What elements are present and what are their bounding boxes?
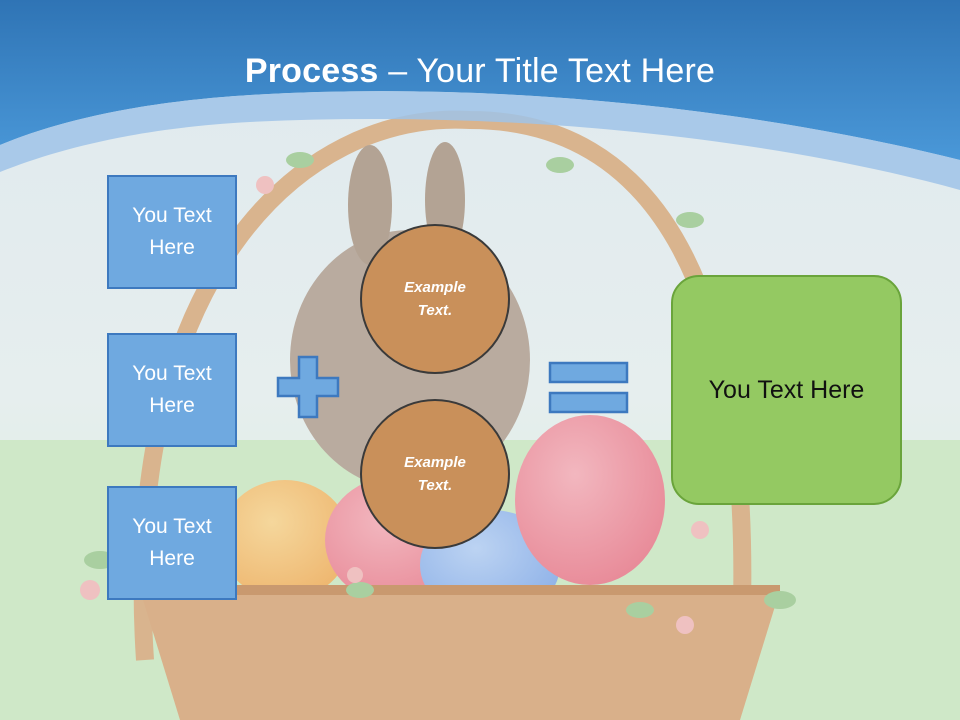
input-box-2-text: You Text Here [132, 358, 211, 422]
slide-title: Process – Your Title Text Here [0, 52, 960, 91]
input-box-3-line1: You Text [132, 515, 212, 538]
input-box-3-text: You Text Here [132, 511, 211, 575]
process-circle-1-line1: Example [404, 279, 466, 296]
input-box-2[interactable]: You Text Here [107, 333, 237, 447]
plus-icon [276, 355, 340, 419]
input-box-2-line1: You Text [132, 362, 212, 385]
input-box-3-line2: Here [149, 547, 195, 570]
process-circle-2-line1: Example [404, 454, 466, 471]
input-box-1-text: You Text Here [132, 200, 211, 264]
title-rest: – Your Title Text Here [378, 52, 716, 90]
process-circle-1-line2: Text. [417, 302, 453, 319]
input-box-1-line1: You Text [132, 204, 212, 227]
process-circle-2-line2: Text. [417, 477, 453, 494]
process-circle-1[interactable]: Example Text. [360, 224, 510, 374]
input-box-1-line2: Here [149, 236, 195, 259]
title-bold: Process [244, 52, 379, 90]
result-box[interactable]: You Text Here [671, 275, 902, 505]
result-box-label: You Text Here [708, 375, 865, 404]
input-box-1[interactable]: You Text Here [107, 175, 237, 289]
equals-icon [548, 361, 629, 414]
process-circle-2-text: Example Text. [404, 451, 466, 497]
input-box-2-line2: Here [149, 394, 195, 417]
process-circle-1-text: Example Text. [404, 276, 466, 322]
input-box-3[interactable]: You Text Here [107, 486, 237, 600]
process-circle-2[interactable]: Example Text. [360, 399, 510, 549]
